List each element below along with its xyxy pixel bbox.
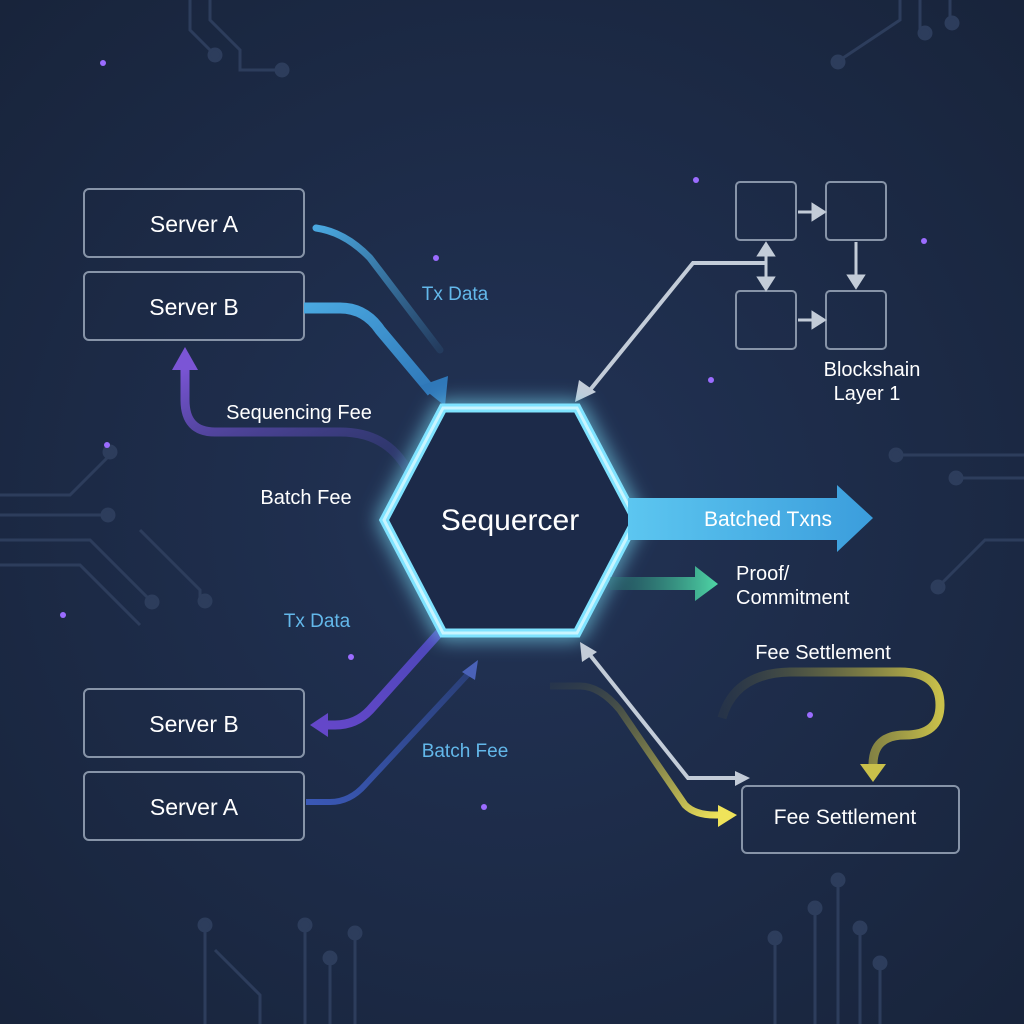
- server-b-top-arrow: [304, 302, 437, 396]
- batched-txns-arrow: Batched Txns: [628, 485, 873, 552]
- blockchain-label-line1: Blockshain: [824, 359, 921, 381]
- batch-fee-left-label: Batch Fee: [260, 487, 351, 509]
- settlement-link-arrowhead-right: [735, 771, 750, 786]
- fee-settlement-box-label: Fee Settlement: [774, 806, 917, 829]
- fee-settlement-loop-arrowhead: [860, 764, 886, 782]
- blockchain-arrowhead: [575, 380, 596, 402]
- sequencer-label: Sequercer: [441, 504, 579, 537]
- server-b-top-box: Server B: [83, 271, 305, 341]
- sequencing-fee-label: Sequencing Fee: [226, 402, 372, 424]
- tx-data-bottom-label: Tx Data: [284, 611, 351, 632]
- blockchain-grid-icon: [735, 181, 887, 350]
- settlement-link-arrowhead-up: [580, 642, 597, 662]
- proof-label-line1: Proof/: [736, 563, 790, 585]
- tx-data-top-label: Tx Data: [422, 284, 489, 305]
- fee-settlement-arrowhead: [718, 805, 737, 827]
- settlement-link-arrow: [588, 653, 735, 780]
- server-a-top-box: Server A: [83, 188, 305, 258]
- sequencer-node: Sequercer: [378, 403, 642, 638]
- fee-settlement-arrow: [550, 682, 720, 819]
- proof-label-line2: Commitment: [736, 587, 850, 609]
- blockchain-links: [756, 202, 866, 330]
- fee-settlement-top-label: Fee Settlement: [755, 642, 891, 664]
- fee-settlement-box: Fee Settlement: [741, 785, 960, 854]
- server-b-top-arrowhead: [420, 376, 448, 406]
- server-a-top-label: Server A: [150, 211, 239, 237]
- server-b-bottom-label: Server B: [149, 711, 238, 737]
- sequencing-fee-arrowhead: [172, 347, 198, 370]
- server-a-bottom-box: Server A: [83, 771, 305, 841]
- blockchain-label-line2: Layer 1: [834, 383, 901, 405]
- sparkle-dot-decoration: [60, 60, 927, 810]
- server-a-bottom-label: Server A: [150, 794, 239, 820]
- batch-fee-arrowhead-bottom: [462, 660, 478, 680]
- tx-data-arrowhead-bottom: [310, 713, 328, 737]
- proof-commitment-arrow: [610, 566, 718, 601]
- sequencing-fee-arrow: [180, 365, 415, 478]
- blockchain-to-sequencer-arrow: [588, 261, 766, 392]
- batched-txns-label: Batched Txns: [704, 508, 832, 531]
- server-b-top-label: Server B: [149, 294, 238, 320]
- tx-data-arrow-top: [312, 224, 444, 354]
- server-b-bottom-box: Server B: [83, 688, 305, 758]
- tx-data-arrow-bottom: [325, 628, 444, 730]
- batch-fee-bottom-label: Batch Fee: [422, 741, 509, 762]
- batch-fee-arrow-bottom: [306, 669, 473, 805]
- fee-settlement-loop-arrow: [717, 667, 945, 766]
